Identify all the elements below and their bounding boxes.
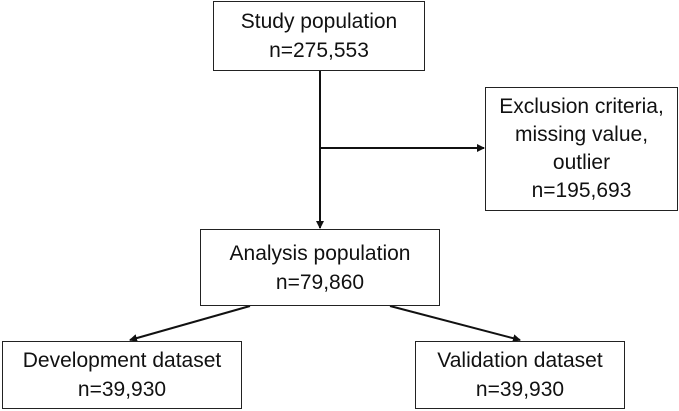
- exclusion-line-3: outlier: [552, 151, 611, 174]
- validation-dataset-label: Validation dataset: [437, 349, 603, 372]
- exclusion-line-1: Exclusion criteria,: [499, 95, 664, 118]
- study-population-box: Study population n=275,553: [213, 1, 425, 71]
- arrow-analysis-to-validation: [389, 305, 521, 343]
- analysis-population-label: Analysis population: [229, 241, 411, 265]
- study-population-count: n=275,553: [269, 39, 369, 62]
- study-population-label: Study population: [240, 10, 398, 33]
- validation-dataset-box: Validation dataset n=39,930: [415, 341, 625, 409]
- development-dataset-count: n=39,930: [77, 378, 167, 401]
- exclusion-line-2: missing value,: [514, 123, 649, 146]
- development-dataset-label: Development dataset: [22, 349, 222, 372]
- arrow-analysis-to-development: [129, 305, 251, 342]
- exclusion-count: n=195,693: [531, 179, 632, 202]
- analysis-population-box: Analysis population n=79,860: [200, 229, 440, 306]
- analysis-population-count: n=79,860: [275, 270, 365, 294]
- validation-dataset-count: n=39,930: [475, 378, 565, 401]
- development-dataset-box: Development dataset n=39,930: [2, 341, 242, 409]
- exclusion-box: Exclusion criteria, missing value, outli…: [485, 87, 678, 211]
